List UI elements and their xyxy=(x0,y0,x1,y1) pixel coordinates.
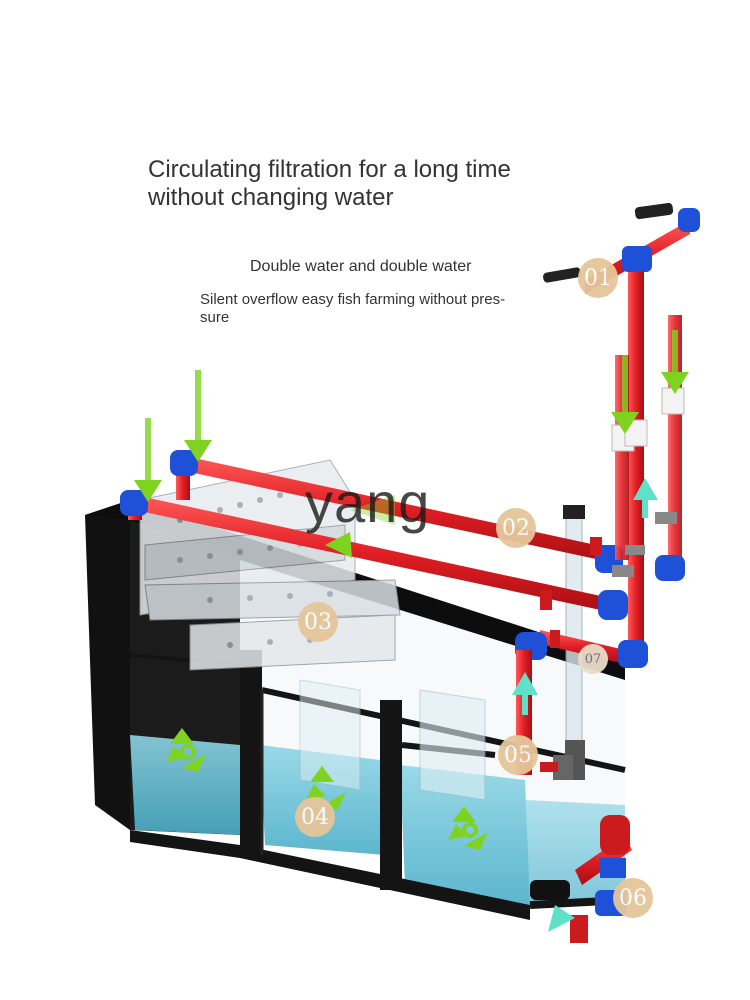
marker-01: 01 xyxy=(578,258,618,298)
filter-drawers xyxy=(139,459,401,671)
recycle-icon xyxy=(166,728,488,850)
marker-03: 03 xyxy=(298,602,338,642)
riser-pipes xyxy=(543,202,700,668)
marker-07: 07 xyxy=(578,644,608,674)
marker-04: 04 xyxy=(295,797,335,837)
marker-06: 06 xyxy=(613,878,653,918)
flow-arrow-icon-cyan xyxy=(512,478,658,932)
subtitle: Double water and double water xyxy=(250,258,472,275)
ball-valve-icon xyxy=(540,755,573,780)
marker-05: 05 xyxy=(498,735,538,775)
flow-arrow-icon xyxy=(134,330,689,558)
tagline: Silent overflow easy fish farming withou… xyxy=(200,291,506,326)
watermark: yang xyxy=(305,471,431,534)
marker-02: 02 xyxy=(496,508,536,548)
page-title: Circulating filtration for a long time w… xyxy=(148,156,511,211)
